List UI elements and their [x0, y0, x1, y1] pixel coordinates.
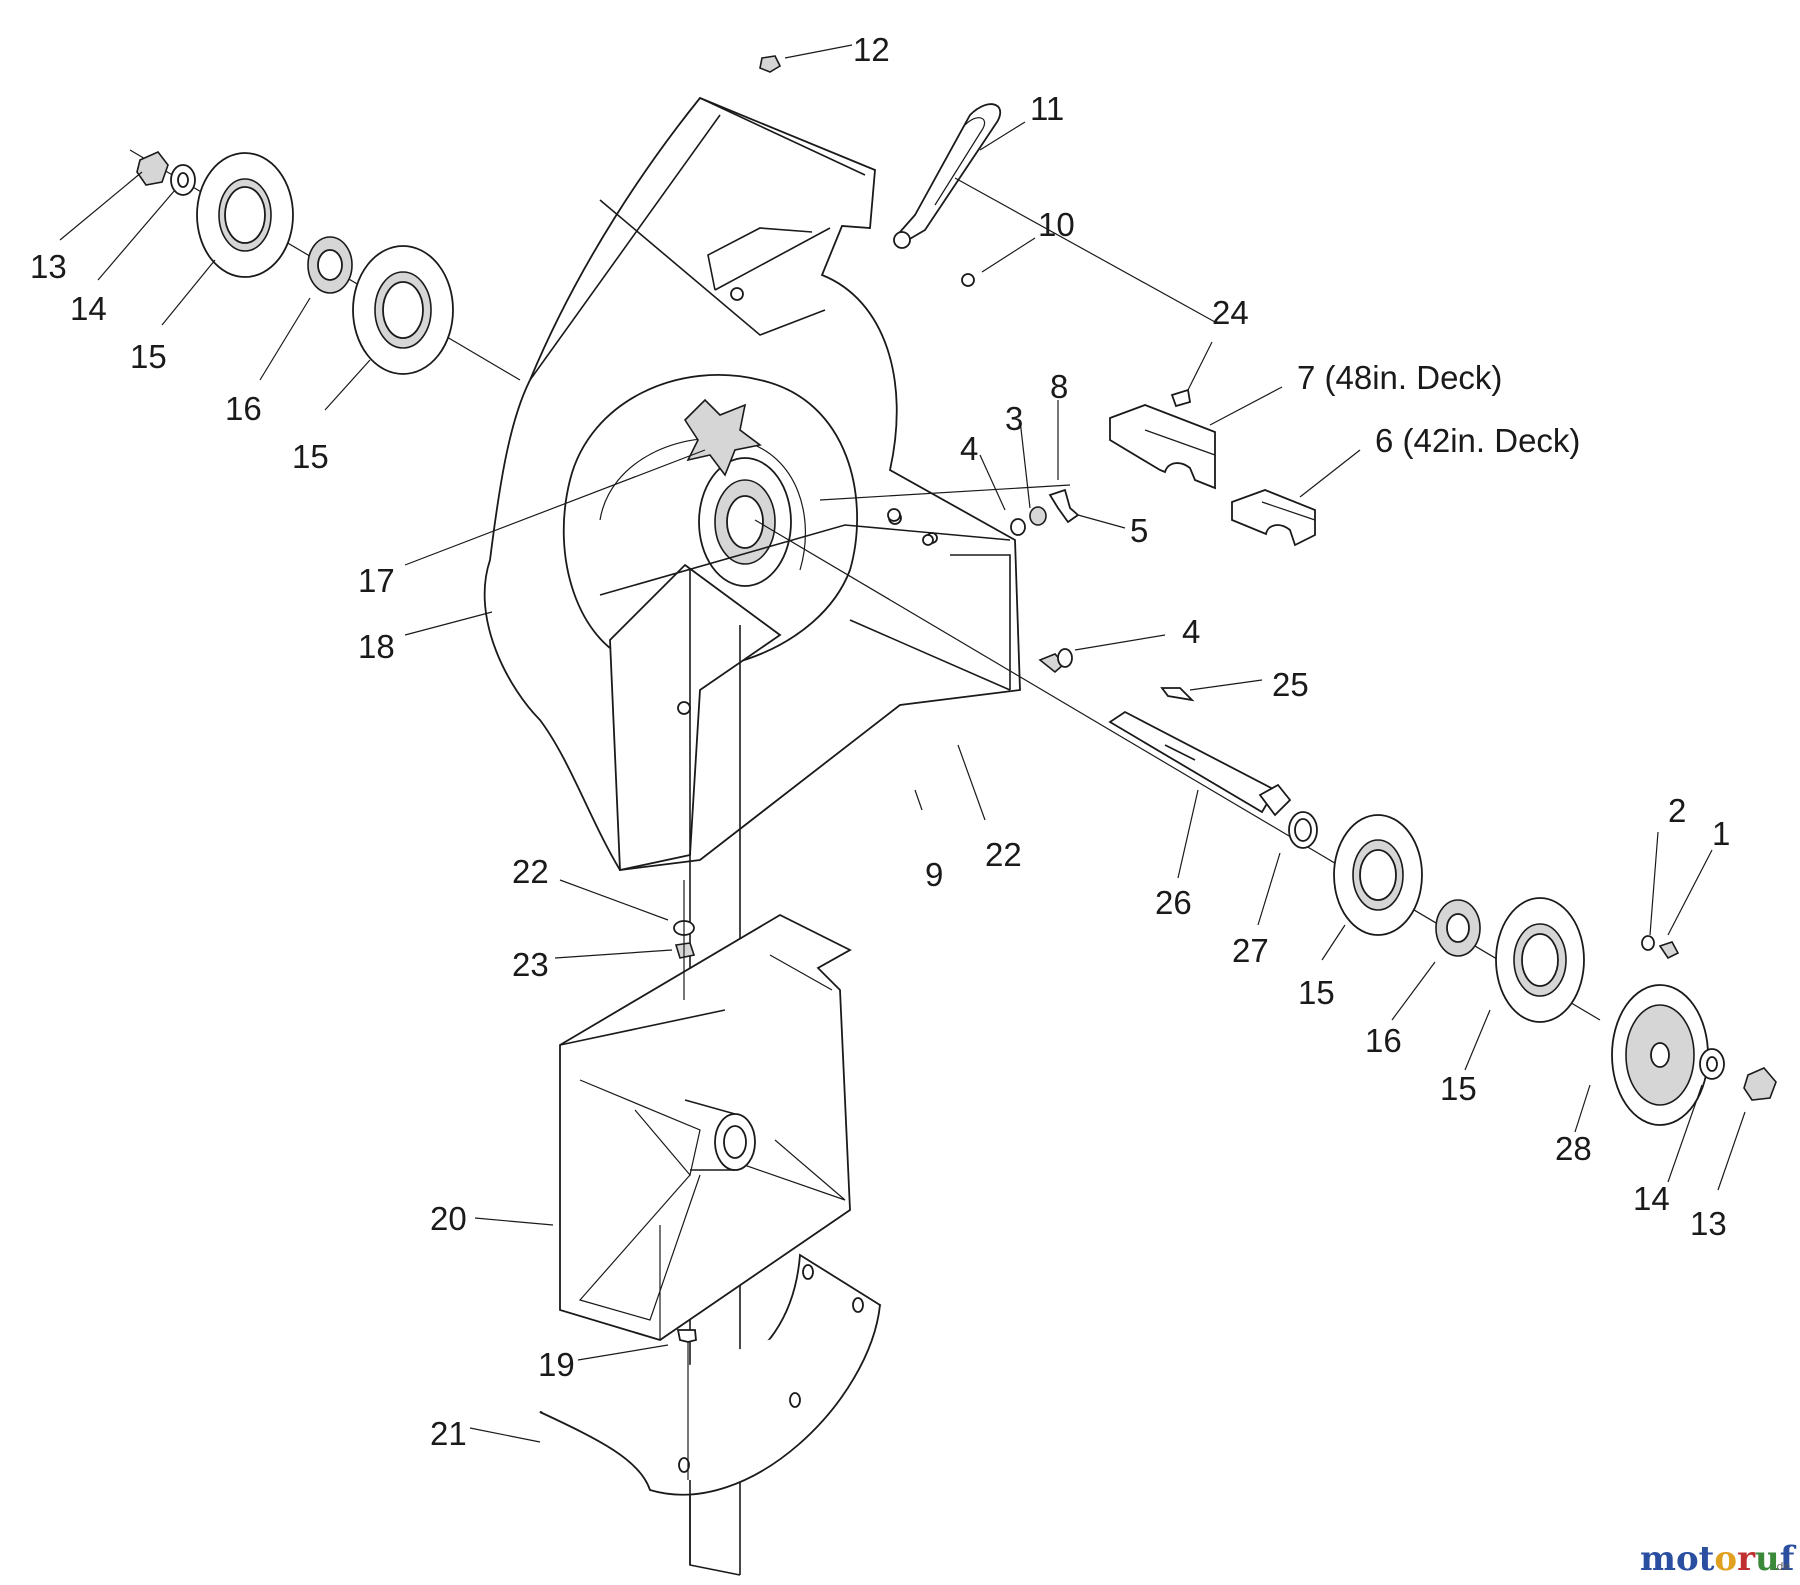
- callout-11: 11: [1030, 90, 1064, 127]
- callout-14-left: 14: [70, 290, 107, 327]
- watermark-letter: m: [1640, 1539, 1676, 1579]
- right-bearing-stack: [1333, 814, 1777, 1126]
- shaft-assembly: [754, 519, 1601, 1021]
- callout-22-right: 22: [985, 836, 1022, 873]
- watermark-letter: u: [1755, 1539, 1780, 1579]
- callout-5: 5: [1130, 512, 1148, 549]
- callout-13-left: 13: [30, 248, 67, 285]
- callout-28: 28: [1555, 1130, 1592, 1167]
- callout-8: 8: [1050, 368, 1068, 405]
- callout-27: 27: [1232, 932, 1269, 969]
- impeller: [559, 913, 852, 1341]
- bottom-plate: [539, 880, 882, 1576]
- watermark-logo: motoruf .de: [1640, 1539, 1797, 1579]
- callout-13-right: 13: [1690, 1205, 1727, 1242]
- callout-16-right: 16: [1365, 1022, 1402, 1059]
- callout-9: 9: [925, 856, 943, 893]
- callout-15-right-a: 15: [1298, 974, 1335, 1011]
- watermark-suffix: .de: [1773, 1560, 1790, 1573]
- watermark-letter: f: [1780, 1539, 1797, 1579]
- watermark-letter: t: [1699, 1539, 1715, 1579]
- callout-labels: 12 11 10 24 7 (48in. Deck) 6 (42in. Deck…: [30, 31, 1730, 1452]
- callout-17: 17: [358, 562, 395, 599]
- deck-brackets: [1109, 404, 1316, 547]
- watermark-brand: motoruf: [1640, 1539, 1797, 1579]
- callout-16-left: 16: [225, 390, 262, 427]
- callout-18: 18: [358, 628, 395, 665]
- callout-6: 6 (42in. Deck): [1375, 422, 1580, 459]
- watermark-letter: r: [1737, 1539, 1756, 1579]
- callout-21: 21: [430, 1415, 467, 1452]
- callout-22-left: 22: [512, 853, 549, 890]
- callout-4-lower: 4: [1182, 613, 1200, 650]
- callout-15-left-b: 15: [292, 438, 329, 475]
- callout-12: 12: [853, 31, 890, 68]
- callout-25: 25: [1272, 666, 1309, 703]
- callout-23: 23: [512, 946, 549, 983]
- watermark-letter: o: [1676, 1539, 1699, 1579]
- callout-15-left-a: 15: [130, 338, 167, 375]
- hardware-cluster: [819, 484, 1080, 546]
- callout-15-right-b: 15: [1440, 1070, 1477, 1107]
- callout-19: 19: [538, 1346, 575, 1383]
- callout-1: 1: [1712, 815, 1730, 852]
- chute-handle: [759, 55, 1216, 408]
- callout-3: 3: [1005, 400, 1023, 437]
- callout-20: 20: [430, 1200, 467, 1237]
- watermark-letter: o: [1714, 1539, 1737, 1579]
- callout-7: 7 (48in. Deck): [1297, 359, 1502, 396]
- callout-24: 24: [1212, 294, 1249, 331]
- left-bearing-stack: [129, 149, 521, 381]
- callout-14-right: 14: [1633, 1180, 1670, 1217]
- callout-26: 26: [1155, 884, 1192, 921]
- callout-4-upper: 4: [960, 430, 978, 467]
- leader-lines: [59, 44, 1746, 1443]
- callout-2: 2: [1668, 792, 1686, 829]
- callout-10: 10: [1038, 206, 1075, 243]
